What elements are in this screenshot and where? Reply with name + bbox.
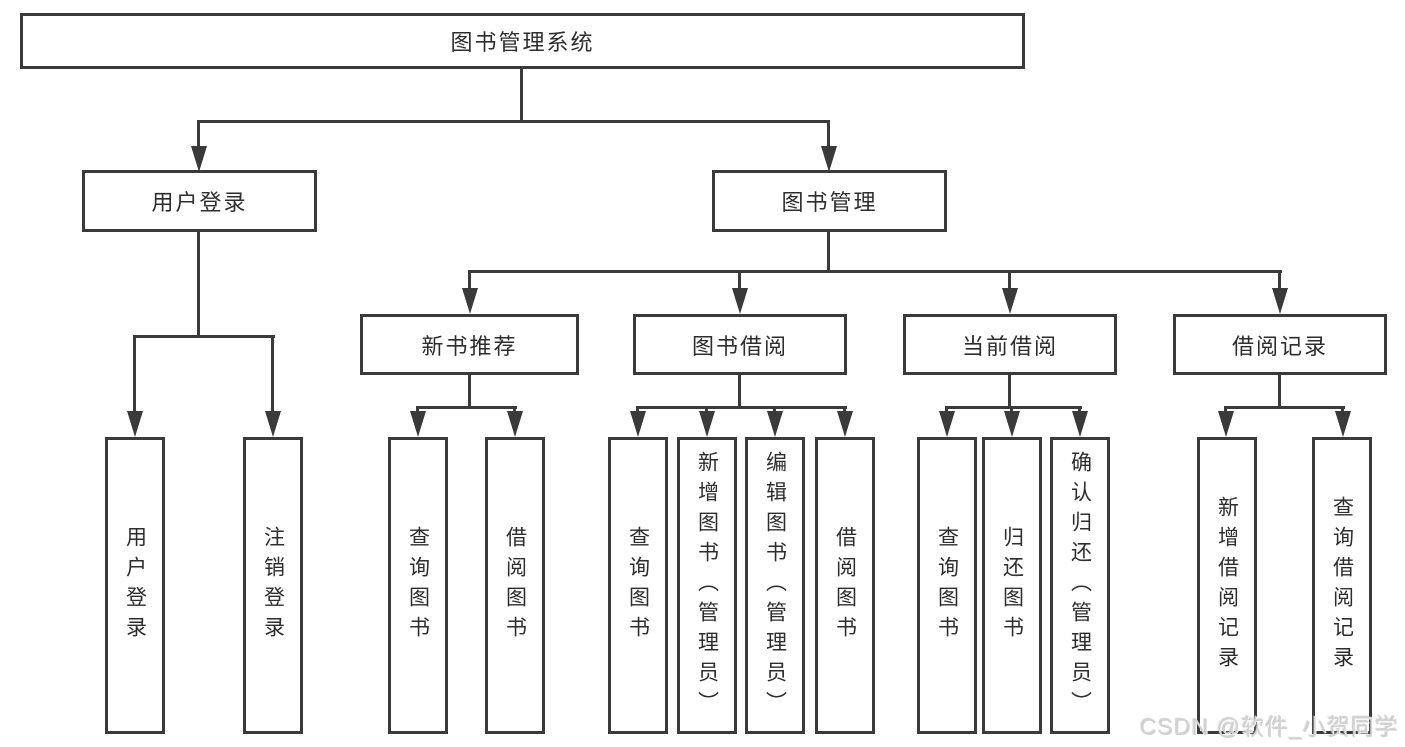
arrowhead-icon [767,411,783,437]
connector-line [827,232,830,272]
connector-line [197,120,830,123]
arrowhead-icon [939,411,955,437]
leaf-recommend-query-books-label: 查询图书 [406,525,430,646]
leaf-confirm-return-admin: 确认归还（管理员） [1050,437,1110,734]
leaf-add-books-admin: 新增图书（管理员） [677,437,737,734]
connector-line [468,375,471,408]
leaf-confirm-return-admin-label: 确认归还（管理员） [1068,450,1092,721]
arrowhead-icon [507,411,523,437]
leaf-edit-books-admin-label: 编辑图书（管理员） [763,450,787,721]
arrowhead-icon [1072,411,1088,437]
leaf-borrow-books-label: 借阅图书 [833,525,857,646]
connector-line [636,406,847,409]
leaf-edit-books-admin: 编辑图书（管理员） [745,437,805,734]
leaf-current-query-books-label: 查询图书 [935,525,959,646]
connector-line [197,120,200,150]
leaf-add-borrow-record-label: 新增借阅记录 [1215,495,1239,676]
leaf-logout: 注销登录 [243,437,303,734]
node-root-library-system: 图书管理系统 [20,13,1025,69]
connector-line [416,406,419,415]
leaf-logout-label: 注销登录 [261,525,285,646]
connector-line [945,406,948,415]
arrowhead-icon [462,288,478,314]
leaf-borrow-query-books-label: 查询图书 [626,525,650,646]
leaf-add-borrow-record: 新增借阅记录 [1197,437,1257,734]
connector-line [827,120,830,150]
connector-line [133,335,275,338]
connector-line [1008,270,1011,292]
connector-line [1224,406,1345,409]
connector-line [1224,406,1227,415]
leaf-borrow-books: 借阅图书 [815,437,875,734]
arrowhead-icon [265,411,281,437]
arrowhead-icon [191,146,207,172]
leaf-user-login-label: 用户登录 [123,525,147,646]
connector-line [520,69,523,123]
arrowhead-icon [699,411,715,437]
leaf-return-books-label: 归还图书 [1000,525,1024,646]
node-borrow-records: 借阅记录 [1173,314,1387,375]
connector-line [513,406,516,415]
arrowhead-icon [1004,411,1020,437]
leaf-query-borrow-record-label: 查询借阅记录 [1330,495,1354,676]
arrowhead-icon [127,411,143,437]
connector-line [843,406,846,415]
connector-line [1341,406,1344,415]
leaf-current-query-books: 查询图书 [917,437,977,734]
leaf-recommend-query-books: 查询图书 [388,437,448,734]
node-current-borrow: 当前借阅 [903,314,1117,375]
connector-line [133,335,136,415]
connector-line [416,406,517,409]
arrowhead-icon [1335,411,1351,437]
node-book-borrow: 图书借阅 [633,314,847,375]
connector-line [1278,375,1281,408]
leaf-user-login: 用户登录 [105,437,165,734]
connector-line [1008,375,1011,408]
connector-line [468,270,471,292]
connector-line [1278,270,1281,292]
leaf-recommend-borrow-books: 借阅图书 [485,437,545,734]
connector-line [738,270,741,292]
connector-line [271,335,274,415]
leaf-query-borrow-record: 查询借阅记录 [1312,437,1372,734]
arrowhead-icon [732,288,748,314]
node-new-book-recommend: 新书推荐 [360,314,579,375]
arrowhead-icon [1218,411,1234,437]
arrowhead-icon [837,411,853,437]
leaf-add-books-admin-label: 新增图书（管理员） [695,450,719,721]
connector-line [945,406,1082,409]
arrowhead-icon [821,146,837,172]
node-user-login: 用户登录 [82,170,317,232]
connector-line [1010,406,1013,415]
connector-line [738,375,741,408]
leaf-recommend-borrow-books-label: 借阅图书 [503,525,527,646]
leaf-return-books: 归还图书 [982,437,1042,734]
connector-line [1078,406,1081,415]
connector-line [705,406,708,415]
connector-line [636,406,639,415]
arrowhead-icon [1002,288,1018,314]
connector-line [468,270,1282,273]
arrowhead-icon [410,411,426,437]
connector-line [773,406,776,415]
csdn-watermark: CSDN @软件_小贺同学 [1140,714,1399,740]
arrowhead-icon [1272,288,1288,314]
leaf-borrow-query-books: 查询图书 [608,437,668,734]
node-book-management: 图书管理 [712,170,947,232]
arrowhead-icon [630,411,646,437]
connector-line [197,232,200,338]
